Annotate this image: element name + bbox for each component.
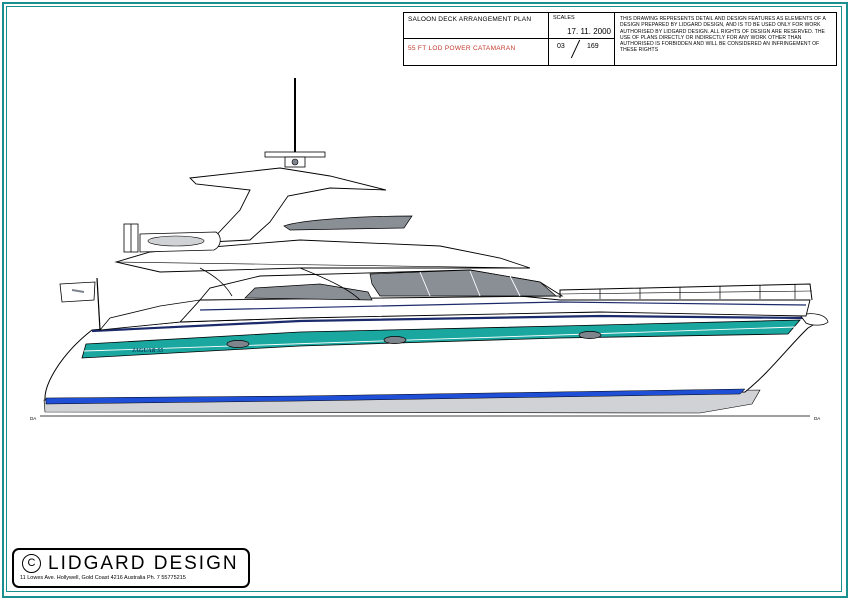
scales-label: SCALES bbox=[549, 13, 615, 39]
bow-fitting bbox=[799, 313, 829, 326]
radar-scanner bbox=[264, 151, 326, 158]
drawing-date: 17. 11. 2000 bbox=[567, 27, 611, 36]
flybridge-windscreen bbox=[283, 215, 413, 231]
aft-cockpit bbox=[99, 299, 202, 331]
company-logo: C LIDGARD DESIGN bbox=[22, 553, 239, 575]
flagstaff bbox=[96, 277, 101, 331]
boot-stripe bbox=[45, 388, 746, 405]
bow-rail-mid bbox=[559, 290, 813, 295]
ensign-detail bbox=[71, 289, 85, 293]
tender-hull bbox=[147, 235, 205, 247]
sheet-number: 03 bbox=[557, 43, 565, 50]
copyright-notice: THIS DRAWING REPRESENTS DETAIL AND DESIG… bbox=[620, 16, 826, 54]
sheet-number-cell: 03 169 bbox=[549, 39, 615, 65]
portlight bbox=[383, 336, 407, 344]
title-block: SALOON DECK ARRANGEMENT PLAN 55 FT LOD P… bbox=[403, 12, 837, 66]
saloon-side-window bbox=[244, 283, 373, 301]
copyright-icon: C bbox=[22, 554, 41, 573]
portlight bbox=[578, 331, 602, 339]
mast-light bbox=[291, 158, 299, 166]
deck-line bbox=[199, 301, 807, 311]
hull-name: JAGUAR 55 bbox=[131, 348, 163, 354]
stripe-pinline bbox=[83, 326, 796, 352]
company-logo-box: C LIDGARD DESIGN 11 Lowes Ave. Hollywell,… bbox=[12, 548, 250, 588]
radar-arch bbox=[189, 167, 387, 243]
window-mullions bbox=[419, 270, 521, 297]
bow-rail-top bbox=[559, 283, 813, 301]
drawing-title: SALOON DECK ARRANGEMENT PLAN bbox=[404, 13, 549, 39]
ensign-flag bbox=[59, 281, 96, 303]
sheet-divider bbox=[570, 39, 581, 59]
flybridge-support bbox=[199, 267, 233, 297]
company-address: 11 Lowes Ave. Hollywell, Gold Coast 4216… bbox=[20, 575, 186, 581]
sheet-border-inner bbox=[6, 6, 842, 592]
bow-rail-stanchions bbox=[599, 284, 796, 299]
baseline-label-left: DA bbox=[30, 416, 36, 421]
flybridge-edge bbox=[115, 261, 531, 269]
project-name: 55 FT LOD POWER CATAMARAN bbox=[404, 39, 549, 65]
flybridge-support bbox=[299, 267, 361, 301]
company-name: LIDGARD DESIGN bbox=[48, 553, 239, 574]
saloon-windscreen bbox=[369, 269, 557, 297]
aft-rail bbox=[123, 223, 139, 253]
sheet-total: 169 bbox=[587, 43, 599, 50]
baseline-label-right: DA bbox=[814, 416, 820, 421]
portlight bbox=[226, 340, 250, 348]
boat-profile-drawing: DA DA JAGUAR 55 bbox=[30, 78, 829, 421]
sheer-line bbox=[91, 314, 806, 333]
